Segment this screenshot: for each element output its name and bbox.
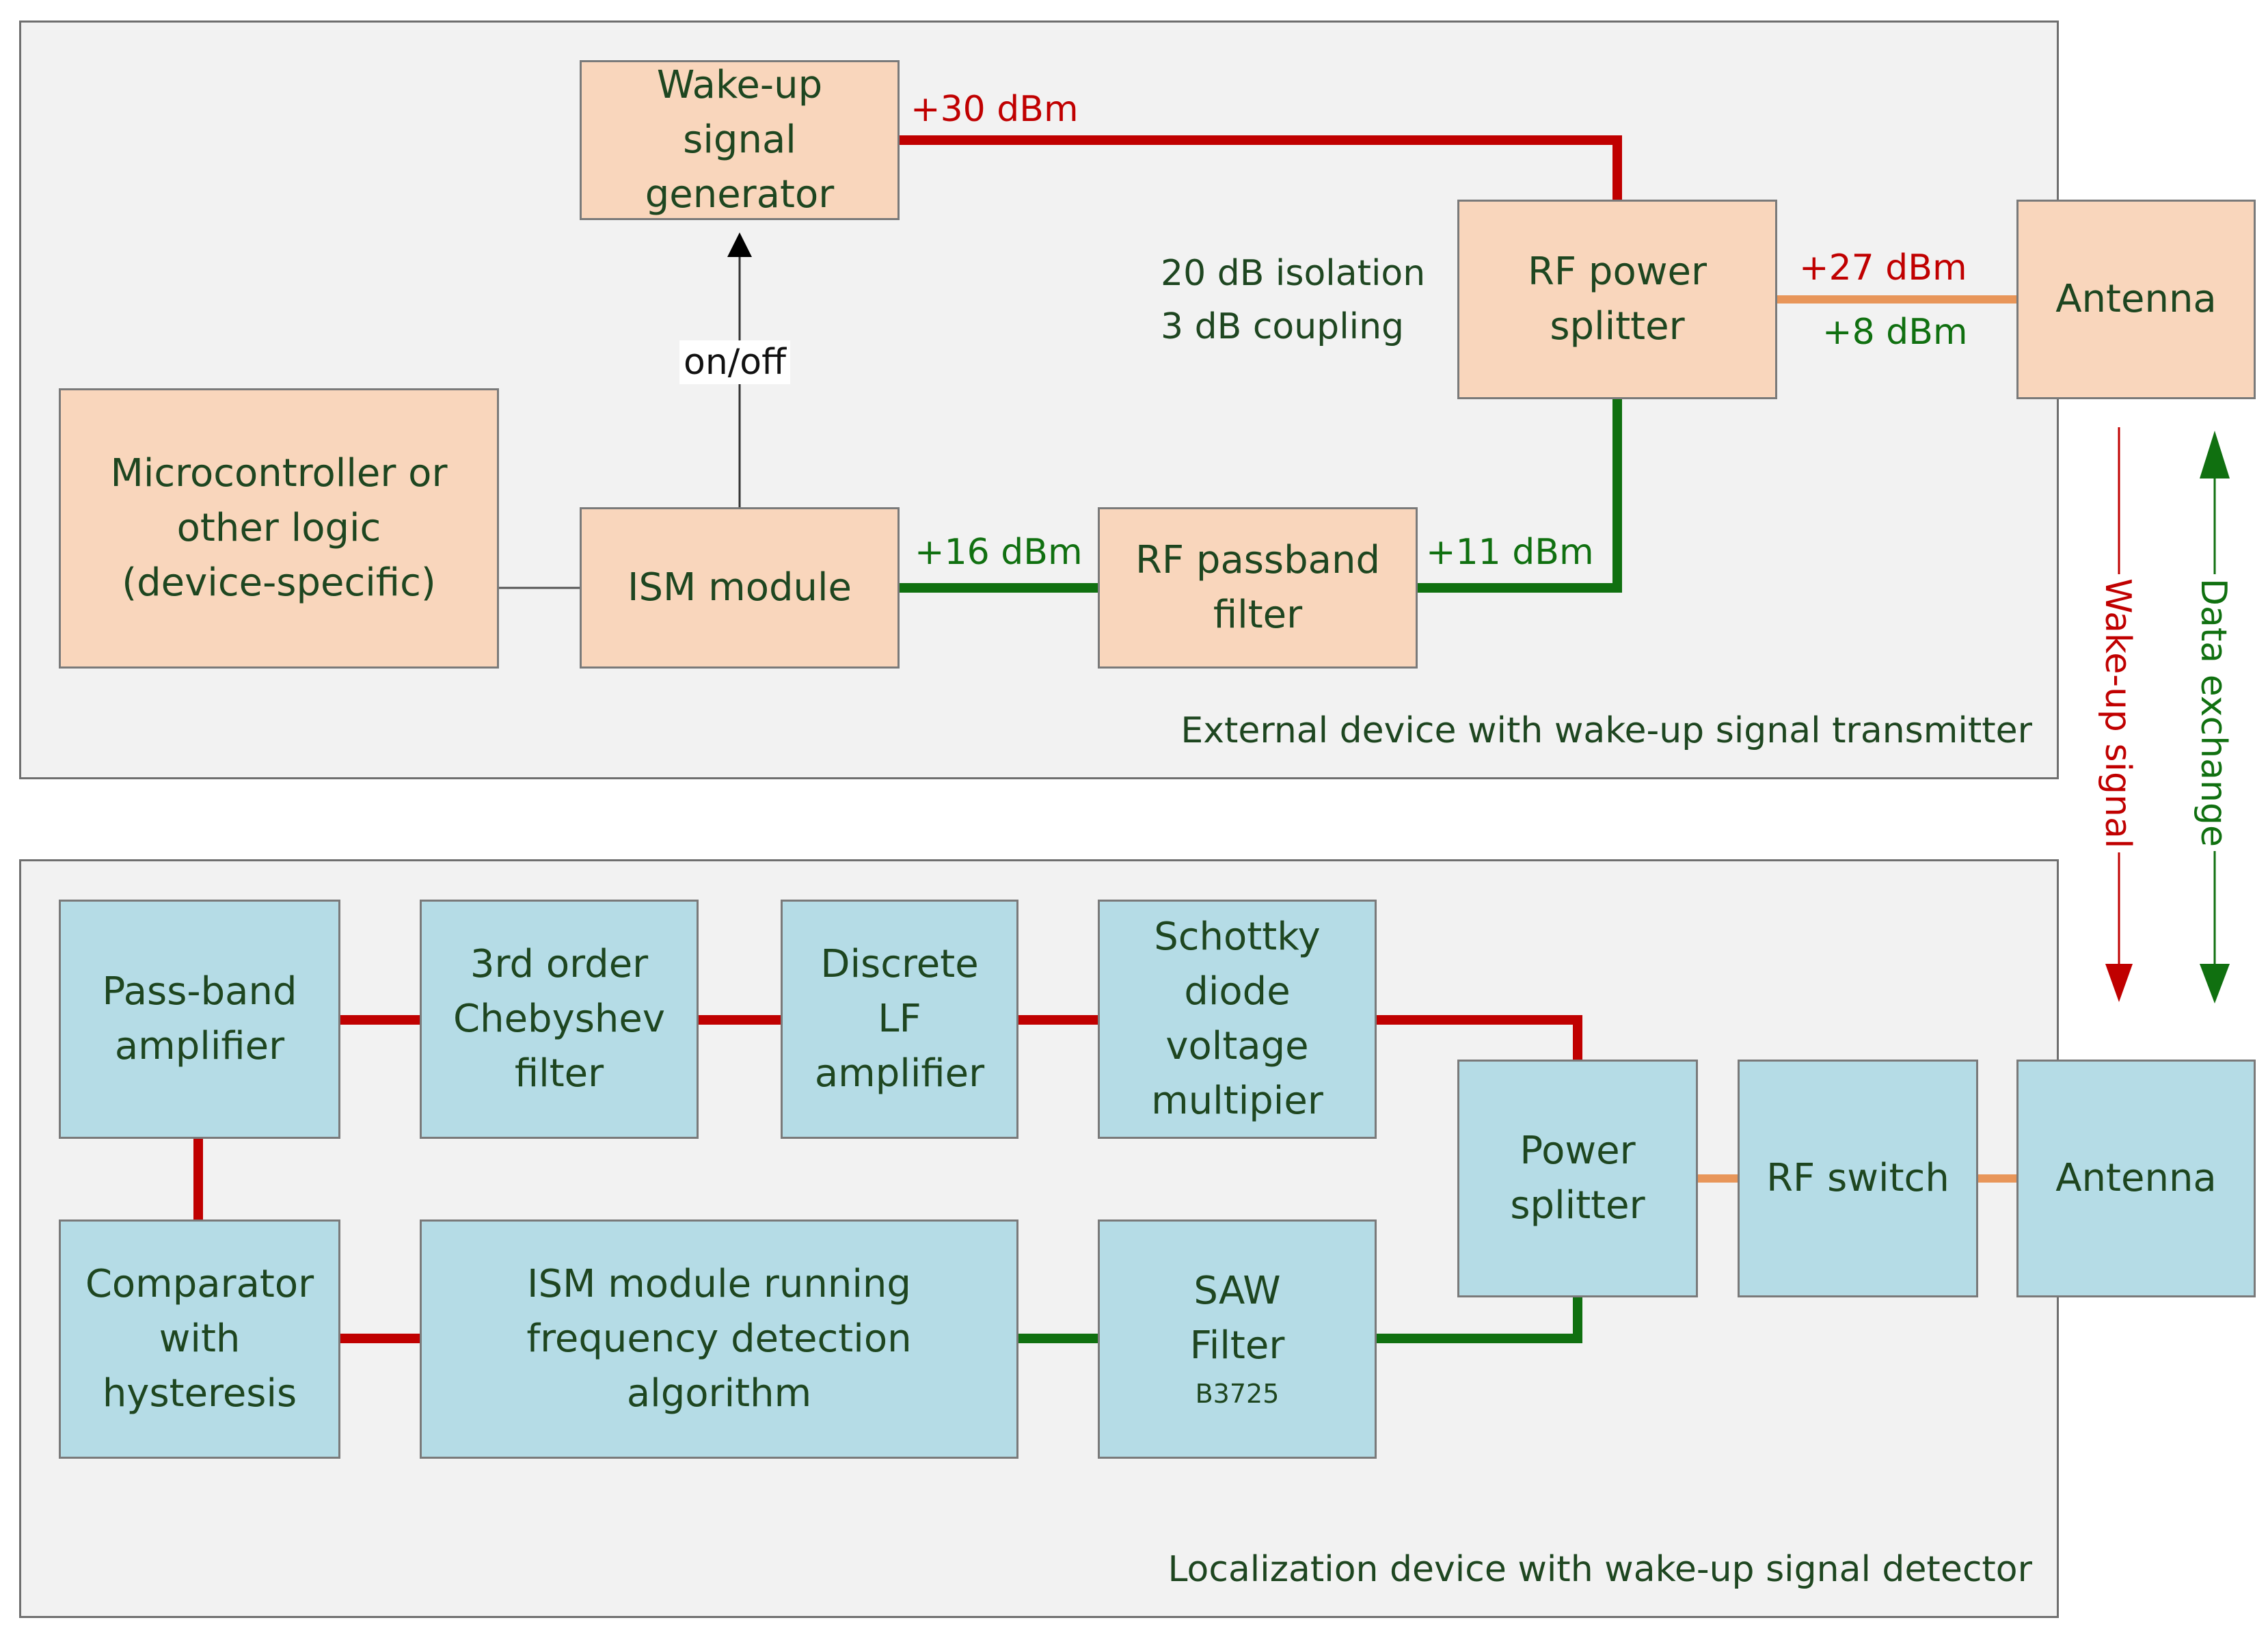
rx-antenna-block: Antenna bbox=[2016, 1060, 2256, 1297]
saw-filter-block: SAW Filter B3725 bbox=[1098, 1219, 1377, 1459]
rx-power-splitter-block: Power splitter bbox=[1457, 1060, 1698, 1297]
receiver-panel: Localization device with wake-up signal … bbox=[19, 859, 2059, 1618]
label-plus-16-dbm: +16 dBm bbox=[915, 532, 1083, 573]
wire-generator-to-splitter bbox=[900, 135, 1622, 200]
microcontroller-block: Microcontroller or other logic (device-s… bbox=[59, 388, 499, 669]
receiver-caption: Localization device with wake-up signal … bbox=[1167, 1549, 2032, 1590]
wakeup-generator-block: Wake-up signal generator bbox=[580, 60, 900, 220]
comparator-block: Comparator with hysteresis bbox=[59, 1219, 340, 1459]
passband-amplifier-block: Pass-band amplifier bbox=[59, 900, 340, 1139]
wake-up-arrow-head bbox=[2105, 964, 2133, 1002]
rf-power-splitter-block: RF power splitter bbox=[1457, 200, 1777, 399]
wire-filter-to-splitter bbox=[1418, 399, 1622, 593]
rx-ism-module-block: ISM module running frequency detection a… bbox=[420, 1219, 1018, 1459]
label-on-off: on/off bbox=[679, 340, 790, 384]
label-wake-up-signal: Wake-up signal bbox=[2096, 574, 2139, 853]
chebyshev-filter-block: 3rd order Chebyshev filter bbox=[420, 900, 699, 1139]
rf-passband-filter-block: RF passband filter bbox=[1098, 507, 1418, 669]
label-coupling: 3 dB coupling bbox=[1161, 306, 1405, 347]
wire-schottky-to-splitter bbox=[1377, 1015, 1582, 1060]
schottky-multiplier-block: Schottky diode voltage multipier bbox=[1098, 900, 1377, 1139]
label-plus-8-dbm: +8 dBm bbox=[1822, 312, 1968, 353]
label-data-exchange: Data exchange bbox=[2191, 574, 2235, 851]
label-plus-27-dbm: +27 dBm bbox=[1799, 247, 1967, 288]
data-exchange-arrow-head-up bbox=[2200, 431, 2230, 478]
lf-amplifier-block: Discrete LF amplifier bbox=[781, 900, 1018, 1139]
label-plus-11-dbm: +11 dBm bbox=[1426, 532, 1594, 573]
saw-part-number: B3725 bbox=[1195, 1379, 1280, 1409]
label-isolation: 20 dB isolation bbox=[1161, 253, 1426, 294]
wire-saw-to-splitter bbox=[1377, 1297, 1582, 1343]
data-exchange-arrow-head-down bbox=[2200, 964, 2230, 1003]
rf-switch-block: RF switch bbox=[1738, 1060, 1978, 1297]
tx-antenna-block: Antenna bbox=[2016, 200, 2256, 399]
transmitter-caption: External device with wake-up signal tran… bbox=[1180, 710, 2032, 751]
label-plus-30-dbm: +30 dBm bbox=[910, 89, 1079, 130]
ism-module-block: ISM module bbox=[580, 507, 900, 669]
